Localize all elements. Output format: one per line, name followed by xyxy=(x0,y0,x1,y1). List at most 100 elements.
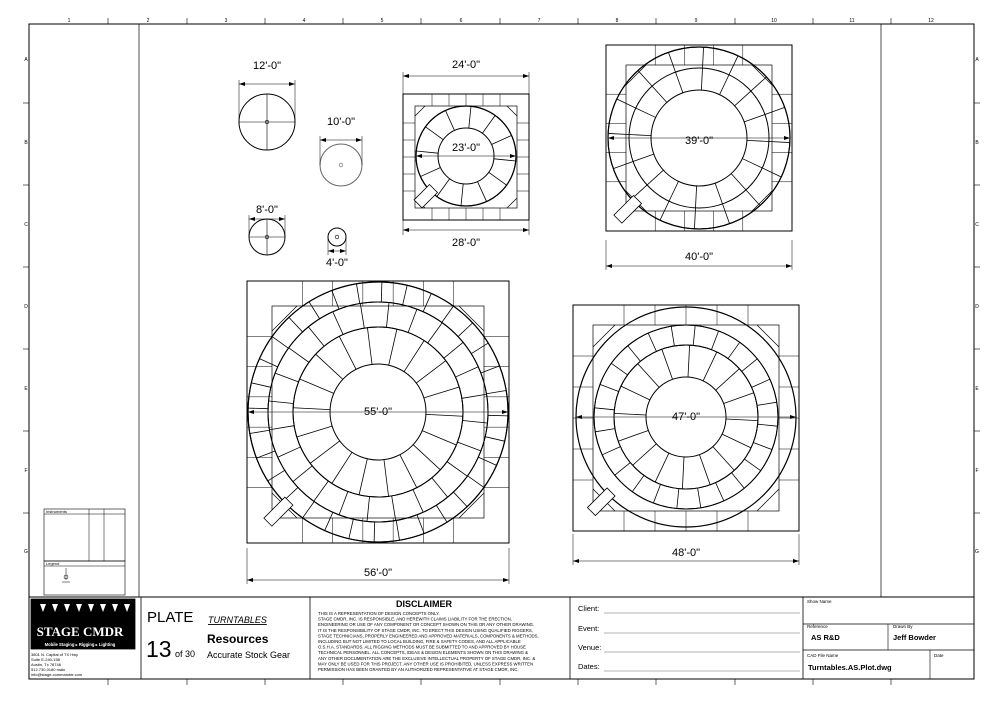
turntable-disk xyxy=(327,227,347,247)
venue-label: Venue: xyxy=(578,643,601,652)
turntable-segment-line xyxy=(699,454,711,485)
grid-row-label: A xyxy=(975,57,979,63)
turntable-23 xyxy=(402,72,530,235)
drive-arm xyxy=(613,194,643,224)
turntable-segment-line xyxy=(446,461,468,477)
dim-40: 40'-0" xyxy=(685,251,713,263)
turntable-segment-line xyxy=(477,181,487,202)
dimension-arrow xyxy=(247,578,253,582)
turntable-segment-line xyxy=(423,386,460,399)
turntable-segment-line xyxy=(670,326,675,347)
legend-box xyxy=(43,560,126,596)
turntable-segment-line xyxy=(416,514,425,534)
dimension-arrow xyxy=(416,154,422,158)
grid-column-label: 8 xyxy=(616,18,619,24)
cad-file-label: CAD File Name xyxy=(807,653,839,658)
dim-8: 8'-0" xyxy=(256,204,278,216)
turntable-segment-line xyxy=(324,512,334,531)
turntable-segment-line xyxy=(744,458,761,472)
turntable-segment-line xyxy=(654,452,670,483)
corner-brace xyxy=(414,105,426,117)
turntable-segment-line xyxy=(460,183,464,206)
turntable-segment-line xyxy=(259,358,278,368)
side-panel xyxy=(43,508,126,596)
turntable-segment-line xyxy=(725,418,758,421)
grid-row-label: B xyxy=(24,140,28,146)
turntable-drawings xyxy=(238,44,800,584)
title-block-text: Instruments Legend STAGE CMDR Mobile Sta… xyxy=(31,509,944,677)
instruments-label: Instruments xyxy=(46,509,67,514)
turntable-center xyxy=(264,234,270,240)
turntable-segment-line xyxy=(682,456,685,489)
turntable-segment-line xyxy=(395,520,400,541)
logo-light-icon xyxy=(100,604,106,612)
outer-border xyxy=(28,23,975,680)
client-label: Client: xyxy=(578,604,599,613)
turntable-segment-line xyxy=(256,450,276,459)
plate-subtitle: Accurate Stock Gear xyxy=(207,650,290,660)
turntable-47 xyxy=(572,304,800,565)
turntable-segment-line xyxy=(631,475,645,492)
dimension-arrow xyxy=(576,415,582,419)
disclaimer-line: O.S.H.A. STANDARDS. ALL RIGGING METHODS … xyxy=(318,645,526,650)
grid-column-label: 4 xyxy=(303,18,306,24)
turntable-segment-line xyxy=(407,308,418,333)
date-label: Date xyxy=(934,653,944,658)
dimension-arrow xyxy=(502,410,508,414)
grid-row-label: D xyxy=(24,304,28,310)
grid-row-label: B xyxy=(975,140,979,146)
logo-light-icon xyxy=(76,604,82,612)
turntable-segment-line xyxy=(293,407,331,411)
small-turntable xyxy=(319,136,363,187)
event-label: Event: xyxy=(578,624,599,633)
turntable-segment-line xyxy=(383,459,389,497)
grid-row-label: G xyxy=(975,549,979,555)
logo-light-icon xyxy=(88,604,94,612)
corner-brace xyxy=(756,488,780,512)
turntable-segment-line xyxy=(616,98,656,118)
plate-of-total: of 30 xyxy=(175,649,195,659)
dim-28: 28'-0" xyxy=(452,237,480,249)
turntable-segment-line xyxy=(751,378,771,388)
turntable-segment-line xyxy=(309,440,340,464)
plate-section: Resources xyxy=(207,632,269,646)
disclaimer-line: THIS IS A REPRESENTATION OF DESIGN CONCE… xyxy=(318,611,440,616)
small-turntable xyxy=(327,227,347,255)
turntable-segment-line xyxy=(491,135,512,145)
dimension-arrow xyxy=(249,217,255,221)
logo-tagline: Mobile Staging ▸ Rigging ▸ Lighting xyxy=(45,642,116,647)
grid-column-label: 2 xyxy=(147,18,150,24)
turntable-segment-line xyxy=(269,425,295,431)
dim-24: 24'-0" xyxy=(452,59,480,71)
disclaimer-line: ANY OTHER DOCUMENTATION ARE THE EXCLUSIV… xyxy=(318,656,535,661)
grid-column-label: 11 xyxy=(849,18,854,24)
turntable-segment-line xyxy=(461,393,487,399)
turntable-segment-line xyxy=(338,336,357,370)
turntable-segment-line xyxy=(486,390,507,395)
dimension-arrow xyxy=(503,578,509,582)
reference-value: AS R&D xyxy=(811,633,840,642)
logo-light-icon xyxy=(52,604,58,612)
turntable-segment-line xyxy=(694,185,698,229)
turntable-segment-line xyxy=(734,76,767,107)
turntable-segment-line xyxy=(431,477,448,498)
turntable-segment-line xyxy=(753,442,773,450)
turntable-segment-line xyxy=(271,336,289,349)
turntable-segment-line xyxy=(631,169,664,200)
turntable-segment-line xyxy=(359,303,365,329)
turntable-segment-line xyxy=(399,454,418,488)
turntable-segment-line xyxy=(249,429,270,434)
logo-light-icon xyxy=(124,604,130,612)
dim-4: 4'-0" xyxy=(326,257,348,269)
turntable-segment-line xyxy=(412,444,441,471)
turntable-segment-line xyxy=(445,110,455,131)
logo-light-icon xyxy=(112,604,118,612)
turntable-segment-line xyxy=(457,322,473,337)
dim-39: 39'-0" xyxy=(685,135,713,147)
corner-brace xyxy=(458,492,485,519)
dimension-arrow xyxy=(328,249,334,253)
plate-label: PLATE xyxy=(147,609,193,626)
turntable-segment-line xyxy=(711,330,719,350)
dim-55: 55'-0" xyxy=(364,406,392,418)
corner-brace xyxy=(271,305,298,332)
